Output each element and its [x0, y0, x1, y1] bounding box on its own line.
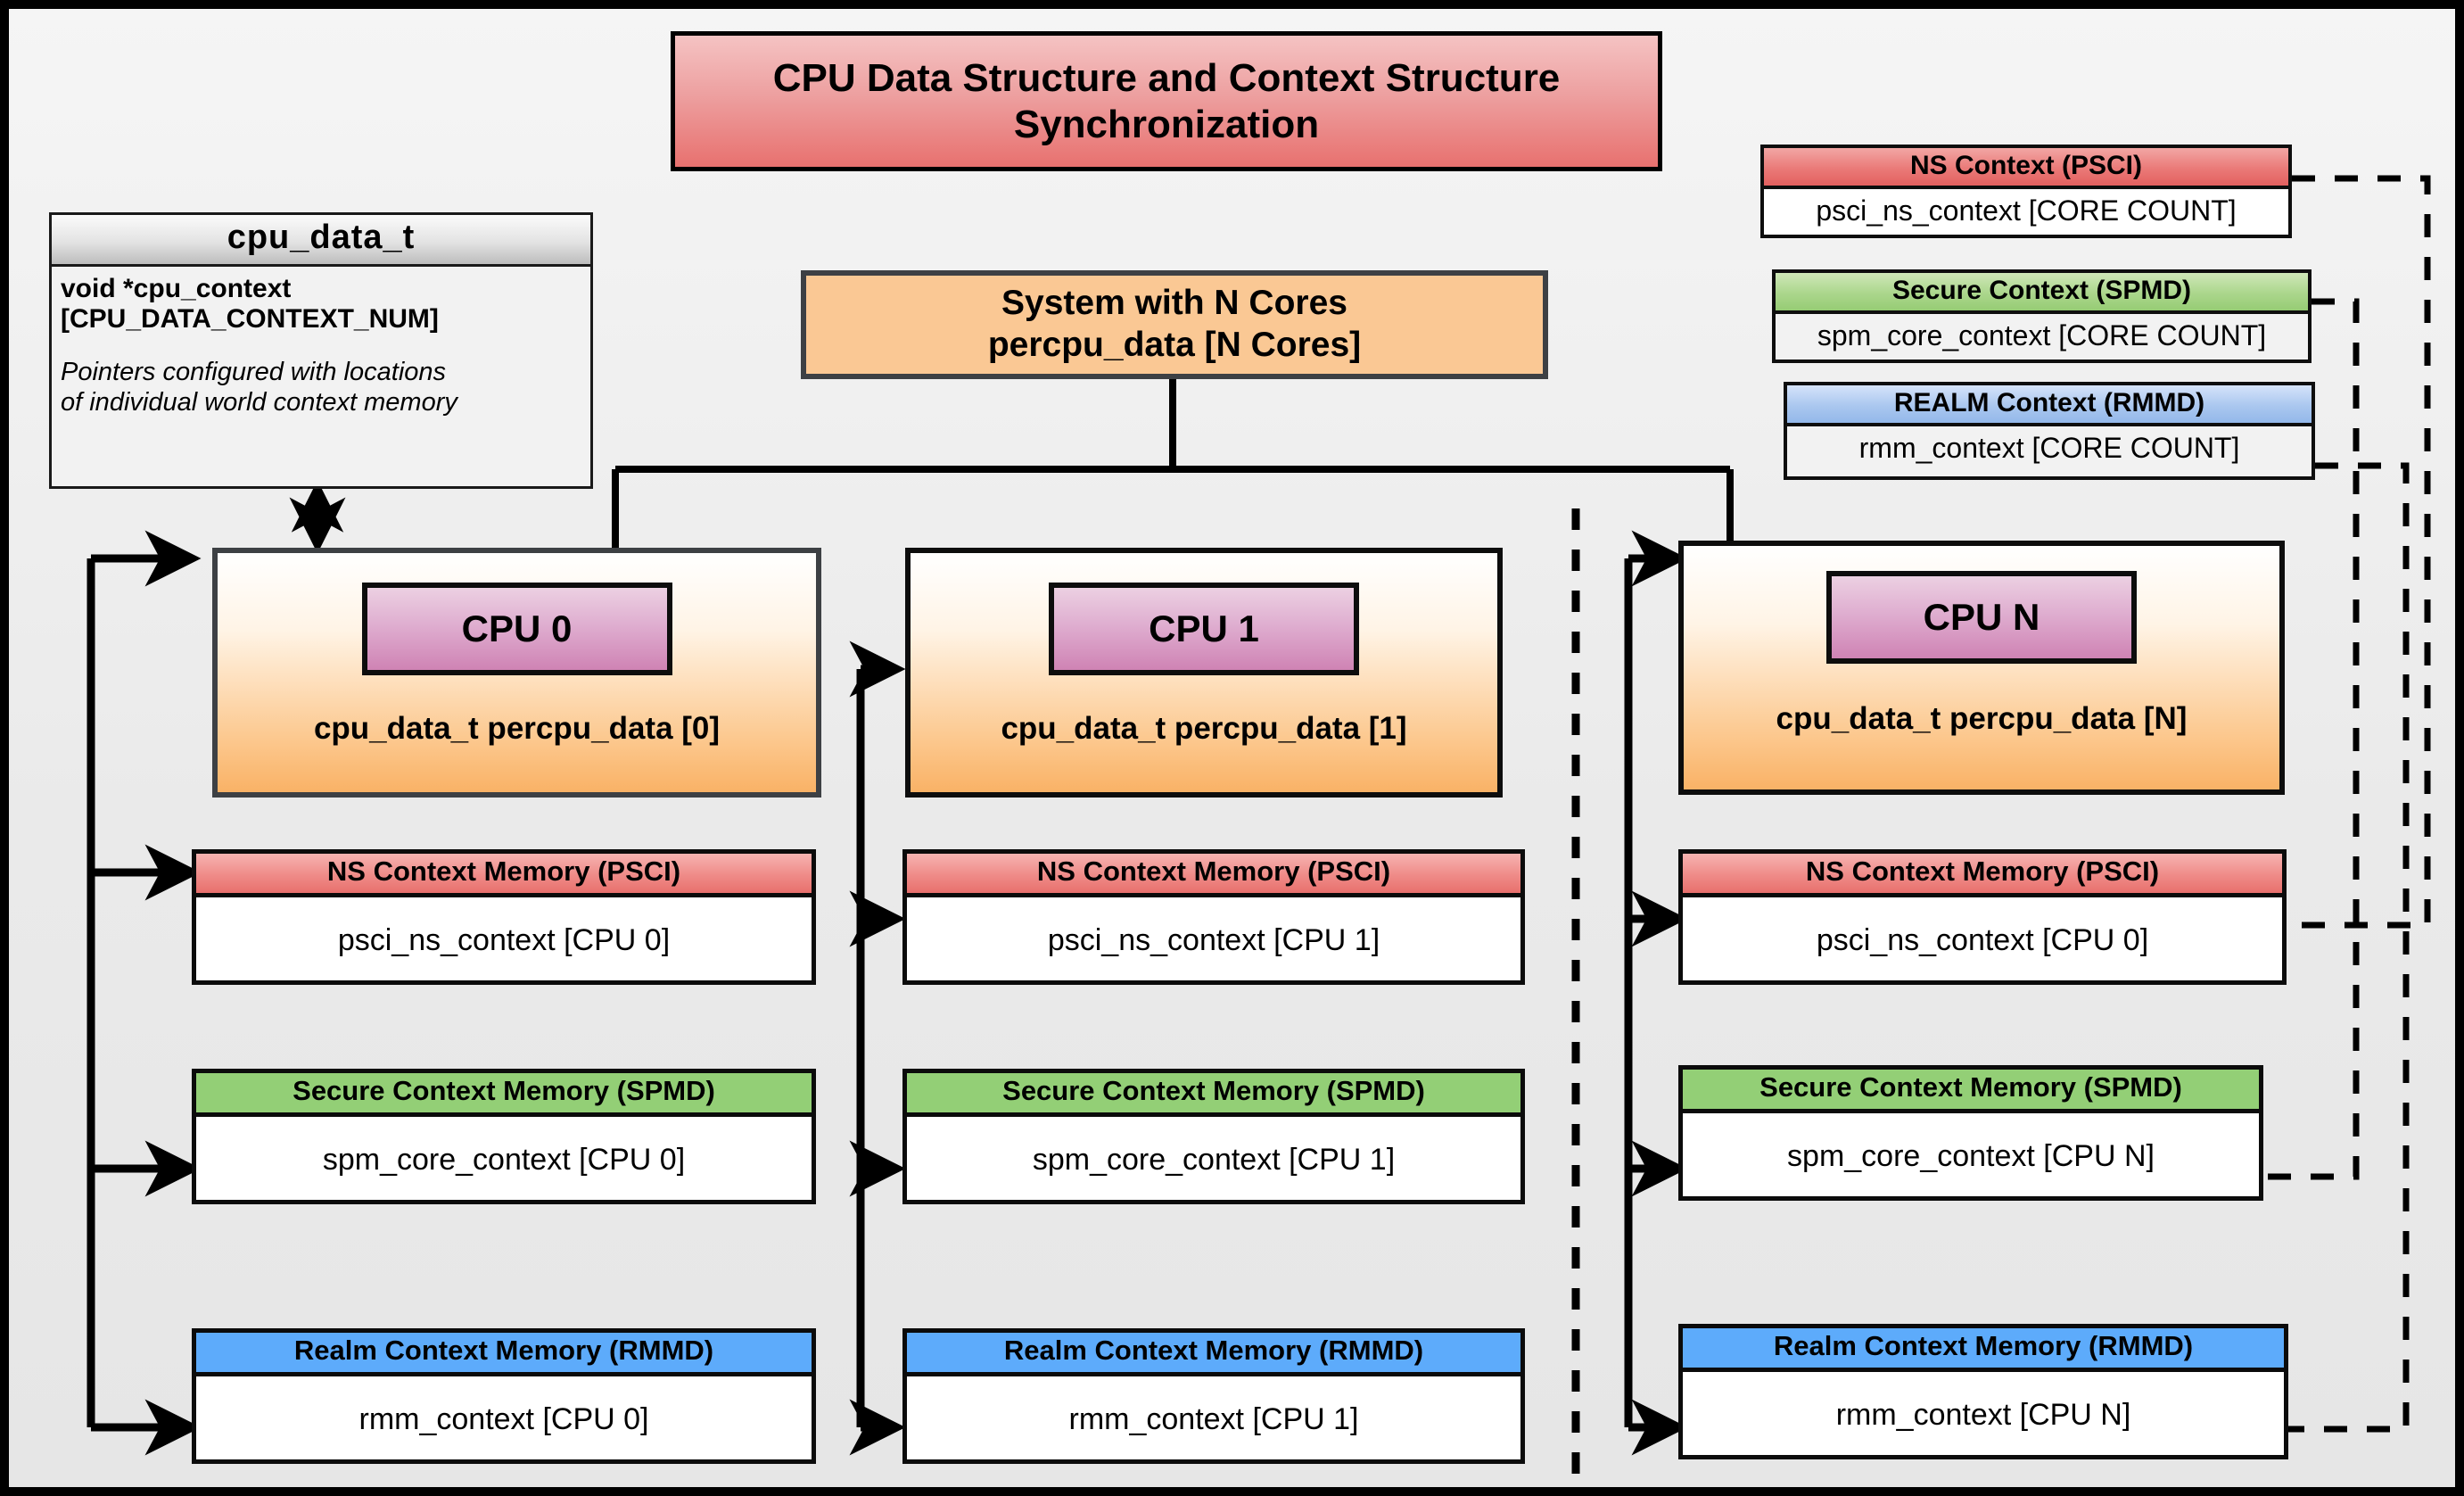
legend-card-realm-context: REALM Context (RMMD) rmm_context [CORE C…: [1784, 382, 2315, 480]
page-title: CPU Data Structure and Context Structure…: [671, 31, 1662, 171]
context-body-cpu0-realm: rmm_context [CPU 0]: [358, 1402, 649, 1436]
cpu-data-t-box: cpu_data_t void *cpu_context [CPU_DATA_C…: [49, 212, 593, 489]
system-line2: percpu_data [N Cores]: [987, 326, 1362, 364]
context-header-cpu0-secure: Secure Context Memory (SPMD): [196, 1073, 812, 1117]
context-card-cpu1-ns[interactable]: NS Context Memory (PSCI) psci_ns_context…: [902, 849, 1525, 985]
context-card-cpu1-realm[interactable]: Realm Context Memory (RMMD) rmm_context …: [902, 1328, 1525, 1464]
context-header-cpu0-ns: NS Context Memory (PSCI): [196, 854, 812, 897]
cpu0-pointer-bus: [87, 530, 202, 1456]
cpu-chip-1: CPU 1: [1049, 583, 1359, 675]
context-body-cpu1-ns: psci_ns_context [CPU 1]: [1047, 923, 1380, 957]
system-tree-connector: [612, 379, 1734, 551]
legend-secure-body: spm_core_context [CORE COUNT]: [1776, 314, 2308, 360]
context-card-cpun-ns[interactable]: NS Context Memory (PSCI) psci_ns_context…: [1678, 849, 2287, 985]
cpu-label-1: cpu_data_t percpu_data [1]: [1001, 711, 1407, 746]
legend-ns-header: NS Context (PSCI): [1764, 148, 2288, 189]
context-body-cpu0-ns: psci_ns_context [CPU 0]: [337, 923, 671, 957]
context-body-cpun-ns: psci_ns_context [CPU 0]: [1816, 923, 2149, 957]
cpu-label-n: cpu_data_t percpu_data [N]: [1776, 701, 2188, 736]
cpun-pointer-bus: [1624, 530, 1688, 1456]
page-title-line1: CPU Data Structure and Context Structure: [772, 55, 1561, 100]
legend-secure-header: Secure Context (SPMD): [1776, 273, 2308, 314]
cpu-card-1[interactable]: CPU 1 cpu_data_t percpu_data [1]: [905, 548, 1503, 798]
context-card-cpu1-secure[interactable]: Secure Context Memory (SPMD) spm_core_co…: [902, 1069, 1525, 1204]
cpu-card-0[interactable]: CPU 0 cpu_data_t percpu_data [0]: [212, 548, 821, 798]
cpu-card-n[interactable]: CPU N cpu_data_t percpu_data [N]: [1678, 541, 2285, 795]
context-header-cpu1-realm: Realm Context Memory (RMMD): [907, 1333, 1520, 1376]
context-header-cpun-realm: Realm Context Memory (RMMD): [1683, 1328, 2284, 1372]
legend-to-cpun-dashed-links: [2263, 175, 2431, 1433]
context-card-cpun-realm[interactable]: Realm Context Memory (RMMD) rmm_context …: [1678, 1324, 2288, 1459]
legend-card-secure-context: Secure Context (SPMD) spm_core_context […: [1772, 269, 2312, 363]
legend-realm-header: REALM Context (RMMD): [1787, 385, 2312, 426]
context-card-cpu0-realm[interactable]: Realm Context Memory (RMMD) rmm_context …: [192, 1328, 816, 1464]
context-body-cpu1-realm: rmm_context [CPU 1]: [1068, 1402, 1359, 1436]
cpu-data-t-note-line2: of individual world context memory: [61, 388, 457, 417]
cpu-label-0: cpu_data_t percpu_data [0]: [313, 711, 721, 746]
context-header-cpu1-secure: Secure Context Memory (SPMD): [907, 1073, 1520, 1117]
cpu-data-t-note-line1: Pointers configured with locations: [61, 358, 447, 387]
page-title-line2: Synchronization: [1013, 102, 1320, 146]
context-body-cpu1-secure: spm_core_context [CPU 1]: [1032, 1143, 1396, 1177]
context-body-cpun-realm: rmm_context [CPU N]: [1835, 1398, 2131, 1432]
cpu1-pointer-bus: [849, 641, 906, 1456]
legend-realm-body: rmm_context [CORE COUNT]: [1787, 426, 2312, 472]
cpu-context-field-line1: void *cpu_context: [61, 274, 292, 303]
cpu-context-field-line2: [CPU_DATA_CONTEXT_NUM]: [61, 303, 439, 334]
cpu-chip-0: CPU 0: [361, 583, 672, 675]
context-body-cpu0-secure: spm_core_context [CPU 0]: [322, 1143, 686, 1177]
cpu-data-t-header: cpu_data_t: [52, 215, 590, 267]
context-header-cpun-secure: Secure Context Memory (SPMD): [1683, 1070, 2259, 1113]
cpu-chip-n: CPU N: [1826, 571, 2137, 664]
context-card-cpun-secure[interactable]: Secure Context Memory (SPMD) spm_core_co…: [1678, 1065, 2263, 1201]
system-with-n-cores-box: System with N Cores percpu_data [N Cores…: [801, 270, 1548, 379]
context-body-cpun-secure: spm_core_context [CPU N]: [1787, 1139, 2155, 1173]
context-header-cpun-ns: NS Context Memory (PSCI): [1683, 854, 2282, 897]
context-card-cpu0-ns[interactable]: NS Context Memory (PSCI) psci_ns_context…: [192, 849, 816, 985]
context-header-cpu0-realm: Realm Context Memory (RMMD): [196, 1333, 812, 1376]
context-card-cpu0-secure[interactable]: Secure Context Memory (SPMD) spm_core_co…: [192, 1069, 816, 1204]
cpu-data-t-body: void *cpu_context [CPU_DATA_CONTEXT_NUM]…: [52, 267, 590, 427]
legend-card-ns-context: NS Context (PSCI) psci_ns_context [CORE …: [1760, 145, 2292, 238]
context-header-cpu1-ns: NS Context Memory (PSCI): [907, 854, 1520, 897]
legend-ns-body: psci_ns_context [CORE COUNT]: [1764, 189, 2288, 235]
system-line1: System with N Cores: [1001, 284, 1347, 323]
